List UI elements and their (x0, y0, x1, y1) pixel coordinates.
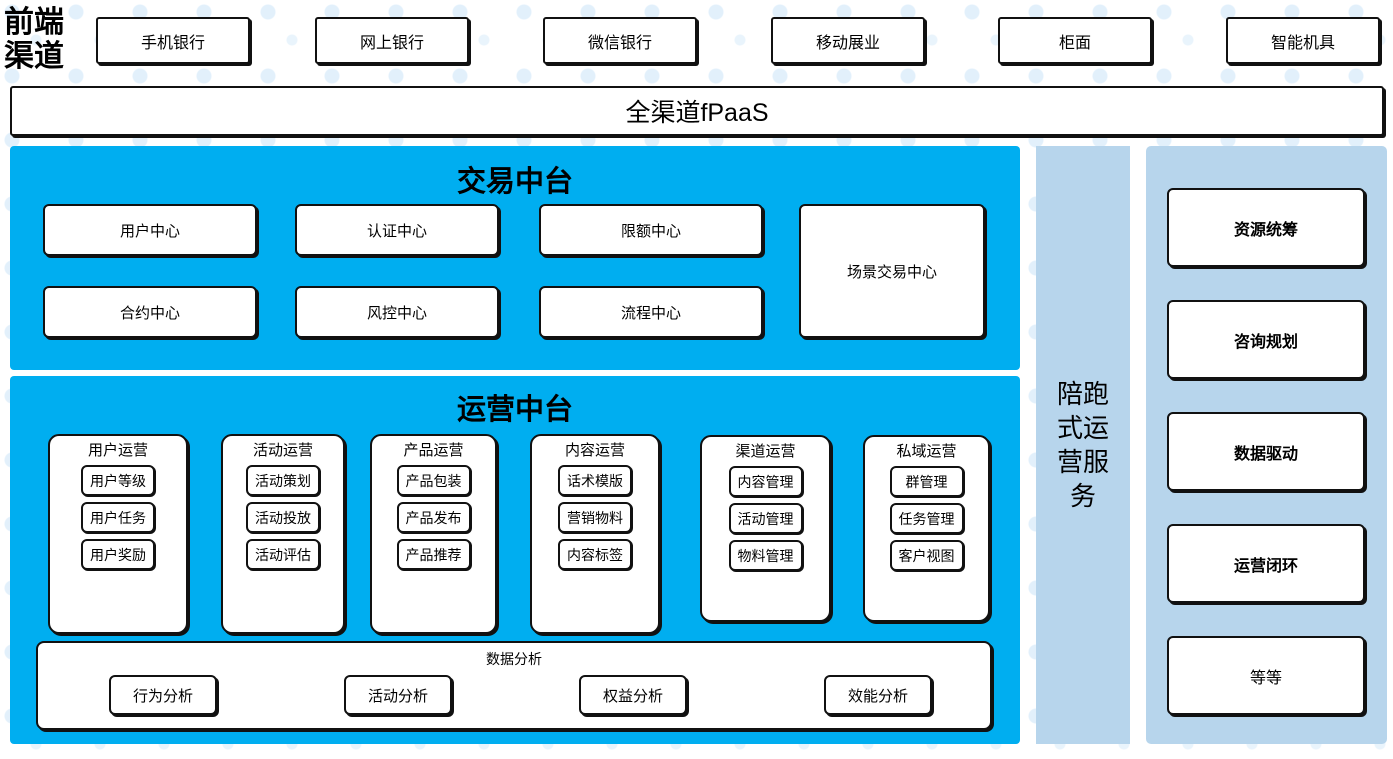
service-capability-panel: 资源统筹 咨询规划 数据驱动 运营闭环 等等 (1146, 146, 1387, 744)
trade-box-user-center[interactable]: 用户中心 (43, 204, 257, 256)
ops-item-customer-view[interactable]: 客户视图 (889, 540, 964, 571)
ops-group-activity: 活动运营 活动策划 活动投放 活动评估 (221, 434, 345, 634)
ops-group-channel: 渠道运营 内容管理 活动管理 物料管理 (700, 435, 831, 622)
trade-platform-title: 交易中台 (456, 166, 573, 198)
trade-box-scene-trade-center[interactable]: 场景交易中心 (799, 204, 985, 338)
trade-box-auth-center[interactable]: 认证中心 (295, 204, 499, 256)
service-box-data-driven[interactable]: 数据驱动 (1167, 412, 1365, 491)
ops-group-title-activity: 活动运营 (252, 442, 313, 459)
ops-group-product: 产品运营 产品包装 产品发布 产品推荐 (370, 434, 497, 634)
ops-item-user-reward[interactable]: 用户奖励 (81, 539, 155, 570)
service-box-ops-closed-loop[interactable]: 运营闭环 (1167, 524, 1365, 603)
analysis-item-behavior[interactable]: 行为分析 (109, 675, 217, 715)
fpaas-bar[interactable]: 全渠道fPaaS (10, 86, 1384, 136)
ops-item-material-manage[interactable]: 物料管理 (728, 540, 803, 571)
ops-group-title-product: 产品运营 (403, 442, 464, 459)
ops-group-title-private-domain: 私域运营 (896, 443, 957, 460)
ops-item-product-recommend[interactable]: 产品推荐 (396, 539, 471, 570)
front-channel-row: 前端 渠道 手机银行 网上银行 微信银行 移动展业 柜面 智能机具 (0, 0, 1393, 82)
ops-group-user: 用户运营 用户等级 用户任务 用户奖励 (48, 434, 188, 634)
ops-item-user-task[interactable]: 用户任务 (81, 502, 155, 533)
ops-group-title-channel: 渠道运营 (735, 443, 796, 460)
channel-box-mobile-biz[interactable]: 移动展业 (771, 17, 925, 64)
data-analysis-title: 数据分析 (486, 651, 542, 667)
front-channel-label-line2: 渠道 (4, 40, 64, 73)
service-box-resource-coordination[interactable]: 资源统筹 (1167, 188, 1365, 267)
service-box-etc[interactable]: 等等 (1167, 636, 1365, 715)
analysis-item-rights[interactable]: 权益分析 (579, 675, 687, 715)
escort-service-label: 陪跑式运营服务 (1056, 379, 1109, 511)
trade-box-contract-center[interactable]: 合约中心 (43, 286, 257, 338)
ops-item-content-manage[interactable]: 内容管理 (728, 466, 803, 497)
escort-service-bar: 陪跑式运营服务 (1036, 146, 1130, 744)
ops-group-private-domain: 私域运营 群管理 任务管理 客户视图 (863, 435, 990, 622)
trade-box-risk-center[interactable]: 风控中心 (295, 286, 499, 338)
ops-item-content-tag[interactable]: 内容标签 (558, 539, 632, 570)
channel-box-wechat-bank[interactable]: 微信银行 (543, 17, 697, 64)
ops-item-user-level[interactable]: 用户等级 (81, 465, 155, 496)
ops-item-group-manage[interactable]: 群管理 (889, 466, 964, 497)
trade-box-process-center[interactable]: 流程中心 (539, 286, 763, 338)
ops-item-marketing-material[interactable]: 营销物料 (558, 502, 632, 533)
trade-platform-panel: 交易中台 用户中心 认证中心 限额中心 合约中心 风控中心 流程中心 场景交易中… (10, 146, 1020, 370)
analysis-item-activity[interactable]: 活动分析 (344, 675, 452, 715)
data-analysis-container: 数据分析 行为分析 活动分析 权益分析 效能分析 (36, 641, 992, 730)
ops-item-script-template[interactable]: 话术模版 (558, 465, 632, 496)
front-channel-label-line1: 前端 (4, 6, 64, 39)
channel-box-counter[interactable]: 柜面 (998, 17, 1152, 64)
trade-box-limit-center[interactable]: 限额中心 (539, 204, 763, 256)
ops-item-task-manage[interactable]: 任务管理 (889, 503, 964, 534)
ops-item-activity-manage[interactable]: 活动管理 (728, 503, 803, 534)
ops-item-product-release[interactable]: 产品发布 (396, 502, 471, 533)
ops-group-title-content: 内容运营 (564, 442, 625, 459)
ops-platform-title: 运营中台 (456, 394, 573, 426)
channel-box-online-bank[interactable]: 网上银行 (315, 17, 469, 64)
ops-item-product-package[interactable]: 产品包装 (396, 465, 471, 496)
ops-item-activity-plan[interactable]: 活动策划 (246, 465, 320, 496)
service-box-consulting-planning[interactable]: 咨询规划 (1167, 300, 1365, 379)
ops-group-content: 内容运营 话术模版 营销物料 内容标签 (530, 434, 660, 634)
front-channel-label: 前端 渠道 (4, 5, 86, 75)
ops-group-title-user: 用户运营 (87, 442, 148, 459)
channel-box-mobile-bank[interactable]: 手机银行 (96, 17, 250, 64)
ops-item-activity-eval[interactable]: 活动评估 (246, 539, 320, 570)
channel-box-smart-machine[interactable]: 智能机具 (1226, 17, 1380, 64)
ops-item-activity-launch[interactable]: 活动投放 (246, 502, 320, 533)
analysis-item-performance[interactable]: 效能分析 (824, 675, 932, 715)
